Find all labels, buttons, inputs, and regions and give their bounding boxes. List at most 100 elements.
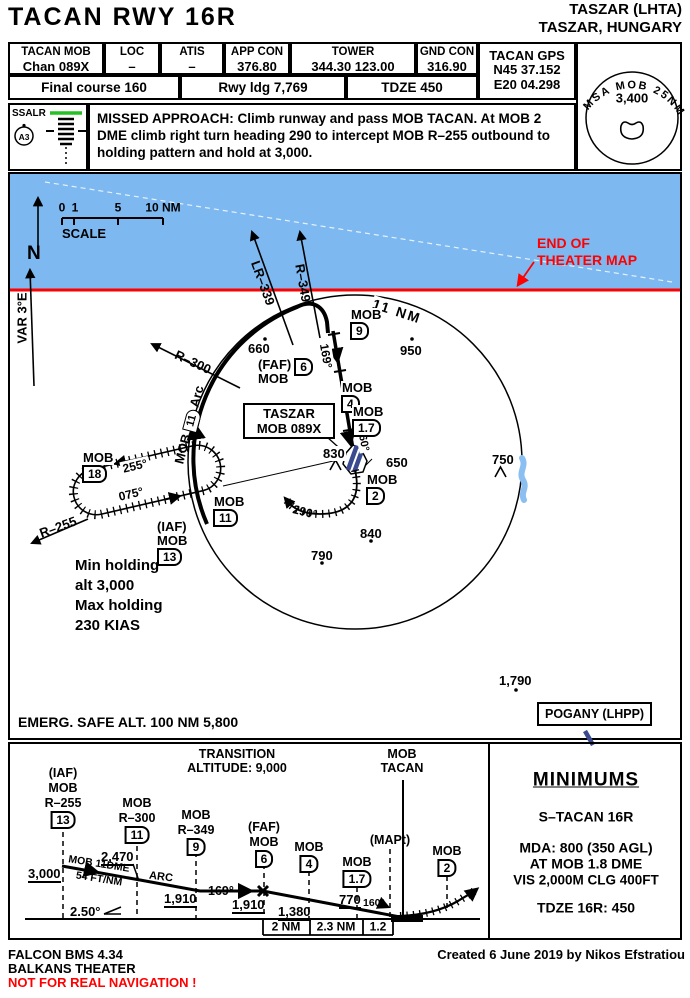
fix-mob-1-7: MOB 1.7 (352, 404, 385, 437)
comm-cell-loc: LOC – (104, 42, 160, 75)
descent-path (61, 864, 401, 919)
alt-value: 1,380 (278, 904, 311, 921)
station-line: MOB (387, 747, 417, 761)
minimums-border (488, 742, 682, 940)
minimums-tdze: TDZE 16R: 450 (536, 899, 636, 916)
footer-warning: NOT FOR REAL NAVIGATION ! (8, 975, 197, 990)
comm-cell-gndcon: GND CON 316.90 (416, 42, 478, 75)
airport-location: TASZAR, HUNGARY (538, 19, 682, 36)
pogany-box: POGANY (LHPP) (537, 702, 653, 726)
fix-iaf-mob-13: (IAF) MOB 13 (157, 520, 187, 566)
fix-prefix: (IAF) (157, 519, 187, 534)
scale-tick-10: 10 NM (145, 200, 181, 215)
course-arrow-1 (327, 346, 344, 365)
fix-name: MOB (341, 380, 374, 395)
comm-label: TOWER (331, 46, 375, 58)
fix-dme: 6 (294, 358, 313, 376)
footer-sim: FALCON BMS 4.34 (8, 947, 123, 962)
profile-fix-11: MOB R–300 11 (118, 796, 156, 844)
minimums-title: MINIMUMS (532, 769, 640, 791)
profile-fix-1-7: MOB 1.7 (342, 855, 372, 888)
transition-line: TRANSITION (198, 747, 276, 761)
alt-value: 1,910 (164, 891, 197, 908)
scale-tick-1: 1 (71, 200, 79, 215)
distance-2nm: 2 NM (271, 919, 301, 934)
gps-lon: E20 04.298 (493, 77, 561, 92)
fix-faf-mob-6: (FAF) MOB 6 (258, 358, 313, 386)
emergency-safe-alt: EMERG. SAFE ALT. 100 NM 5,800 (18, 714, 239, 730)
variation-label: VAR 3°E (14, 292, 30, 344)
fix-name: MOB (366, 472, 399, 487)
profile-fix-6: (FAF) MOB 6 (248, 820, 280, 868)
fix-name: MOB (82, 450, 115, 465)
faf-cross-icon (256, 884, 270, 898)
fix-radial: R–349 (177, 823, 215, 837)
profile-fix-13: (IAF) MOB R–255 13 (45, 766, 81, 829)
fix-name: MOB (157, 533, 188, 548)
profile-course-160: 160° (363, 897, 385, 909)
radial-r300-line (150, 343, 241, 389)
fix-prefix: (IAF) (48, 766, 78, 780)
station-line: TACAN (380, 761, 424, 775)
msa-box (576, 42, 682, 171)
msa-circle (585, 71, 679, 165)
fix-dme: 9 (350, 322, 369, 340)
north-label: N (27, 243, 41, 264)
tdze: TDZE 450 (381, 80, 443, 95)
holding-note: Min holding alt 3,000 Max holding 230 KI… (75, 556, 163, 636)
missed-approach-box: MISSED APPROACH: Climb runway and pass M… (88, 103, 576, 171)
msa-altitude: 3,400 (615, 90, 649, 106)
radial-lr339-line (249, 230, 294, 346)
ssalr-icon: A3 (14, 111, 86, 167)
radial-r255-line (30, 518, 89, 545)
alt-value: 2,470 (101, 849, 134, 866)
final-course-cell: Final course 160 (8, 75, 180, 100)
climbout-path (399, 887, 480, 918)
comm-label: TACAN MOB (21, 46, 91, 58)
approach-lights-type: SSALR (12, 108, 46, 119)
minimums-mda: MDA: 800 (350 AGL) (519, 839, 653, 856)
fix-name: MOB (294, 840, 324, 854)
graticule-line (44, 181, 673, 283)
fix-dme: 11 (213, 509, 238, 527)
minimums-vis: VIS 2,000M CLG 400FT (513, 872, 659, 888)
holding-note-line: alt 3,000 (75, 577, 135, 594)
glide-angle-label: 2.50° (70, 904, 101, 919)
course-arrow-2 (339, 429, 356, 448)
elevation-840: 840 (360, 526, 382, 541)
terrain-leader (222, 458, 343, 487)
elevation-650: 650 (386, 455, 408, 470)
fix-mob-4: MOB 4 (341, 380, 374, 413)
transition-line: ALTITUDE: 9,000 (187, 761, 287, 775)
holding-note-line: 230 KIAS (75, 617, 141, 634)
fix-name: MOB (352, 404, 385, 419)
alt-1910-a: 1,910 (164, 891, 197, 908)
gps-lat: N45 37.152 (493, 62, 561, 77)
river (518, 455, 528, 503)
fix-mob-9: MOB 9 (350, 308, 383, 340)
fix-radial: R–300 (118, 811, 156, 825)
fix-dme: 6 (254, 850, 274, 868)
water-area (10, 174, 680, 290)
profile-fix-9: MOB R–349 9 (177, 808, 215, 856)
alt-3000: 3,000 (28, 866, 61, 883)
fix-name: MOB (48, 781, 78, 795)
scale-bar (61, 217, 164, 225)
comm-cell-atis: ATIS – (160, 42, 224, 75)
scale-tick-0: 0 (58, 200, 66, 215)
planview-border (8, 172, 682, 740)
tdze-cell: TDZE 450 (346, 75, 478, 100)
msa-arc-label: MSA MOB 25NM (581, 79, 685, 118)
elevation-790: 790 (311, 548, 333, 563)
final-course: Final course 160 (41, 80, 147, 95)
fix-dme: 1.7 (342, 870, 372, 888)
elevation-750: 750 (492, 452, 514, 467)
fix-name: MOB (342, 855, 372, 869)
tower-icon (494, 465, 507, 478)
scale-label: SCALE (62, 226, 107, 241)
comm-label: ATIS (179, 46, 205, 58)
fix-mob-2: MOB 2 (366, 472, 399, 505)
comm-cell-gps: TACAN GPS N45 37.152 E20 04.298 (478, 42, 576, 100)
fix-name: MOB (258, 371, 289, 386)
svg-text:MSA MOB 25NM: MSA MOB 25NM (581, 79, 687, 118)
